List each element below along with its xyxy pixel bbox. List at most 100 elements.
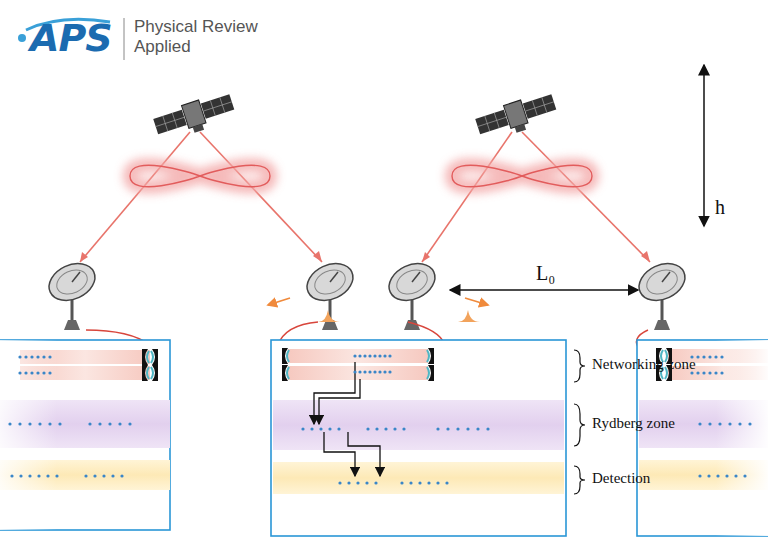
atom-dot	[48, 422, 51, 425]
atom-dot	[19, 474, 22, 477]
atom-dot	[18, 422, 21, 425]
atom-dot	[702, 355, 705, 358]
atom-dot	[328, 427, 331, 430]
atom-dot	[720, 355, 723, 358]
distance-label: L₀	[536, 262, 555, 285]
atom-dot	[58, 422, 61, 425]
atom-dot	[8, 422, 11, 425]
atom-dot	[36, 371, 39, 374]
atom-dot	[374, 481, 377, 484]
atom-dot	[365, 481, 368, 484]
atom-dot	[383, 370, 386, 373]
atom-dot	[42, 371, 45, 374]
atom-dot	[702, 371, 705, 374]
atom-dot	[373, 370, 376, 373]
atom-dot	[358, 354, 361, 357]
atom-dot	[368, 370, 371, 373]
atom-dot	[743, 474, 746, 477]
atom-dot	[696, 371, 699, 374]
atom-dot	[353, 370, 356, 373]
atom-dot	[698, 474, 701, 477]
atom-dot	[714, 371, 717, 374]
atom-dot	[356, 481, 359, 484]
atom-dot	[714, 355, 717, 358]
zone-label: Detection	[592, 470, 650, 487]
atom-dot	[301, 427, 304, 430]
atom-dot	[716, 474, 719, 477]
atom-dot	[111, 474, 114, 477]
atom-dot	[10, 474, 13, 477]
atom-dot	[378, 354, 381, 357]
atom-dot	[378, 370, 381, 373]
atom-dot	[366, 427, 369, 430]
journal-name: Physical Review Applied	[134, 17, 262, 57]
atom-dot	[368, 354, 371, 357]
atom-dot	[36, 355, 39, 358]
atom-dot	[353, 354, 356, 357]
atom-dot	[108, 422, 111, 425]
atom-dot	[102, 474, 105, 477]
zone-label: Networking zone	[592, 356, 696, 373]
atom-dot	[38, 422, 41, 425]
atom-dot	[388, 370, 391, 373]
atom-dot	[37, 474, 40, 477]
atom-dot	[456, 427, 459, 430]
atom-dot	[393, 427, 396, 430]
atom-dot	[338, 481, 341, 484]
atom-dot	[402, 427, 405, 430]
atom-dot	[436, 481, 439, 484]
atom-dot	[358, 370, 361, 373]
atom-dot	[436, 427, 439, 430]
atom-dot	[118, 422, 121, 425]
atom-dot	[24, 355, 27, 358]
atom-dot	[128, 422, 131, 425]
atom-dot	[446, 427, 449, 430]
atom-dot	[337, 427, 340, 430]
atom-dot	[466, 427, 469, 430]
atom-dot	[48, 355, 51, 358]
atom-dot	[48, 371, 51, 374]
atom-dot	[310, 427, 313, 430]
atom-dot	[418, 481, 421, 484]
atom-dot	[734, 474, 737, 477]
atom-dot	[30, 355, 33, 358]
atom-dot	[384, 427, 387, 430]
zone-label: Rydberg zone	[592, 415, 675, 432]
atom-dot	[93, 474, 96, 477]
atom-dot	[24, 371, 27, 374]
atom-dot	[18, 355, 21, 358]
atom-dot	[18, 371, 21, 374]
atom-dot	[30, 371, 33, 374]
atom-dot	[698, 422, 701, 425]
atom-dot	[319, 427, 322, 430]
atom-dot	[427, 481, 430, 484]
atom-dot	[708, 422, 711, 425]
atom-dot	[84, 474, 87, 477]
atom-dot	[718, 422, 721, 425]
atom-dot	[748, 422, 751, 425]
atom-dot	[445, 481, 448, 484]
atom-dot	[55, 474, 58, 477]
atom-dot	[728, 422, 731, 425]
atom-dot	[28, 474, 31, 477]
atom-dot	[42, 355, 45, 358]
atom-dot	[363, 354, 366, 357]
atom-dot	[708, 355, 711, 358]
atom-dot	[738, 422, 741, 425]
atom-dot	[486, 427, 489, 430]
atom-dot	[720, 371, 723, 374]
atom-dot	[409, 481, 412, 484]
journal-logo: APS	[30, 16, 112, 60]
atom-dot	[98, 422, 101, 425]
atom-dot	[347, 481, 350, 484]
atom-dot	[707, 474, 710, 477]
atom-dot	[708, 371, 711, 374]
atom-dot	[88, 422, 91, 425]
atom-dot	[120, 474, 123, 477]
atom-dot	[46, 474, 49, 477]
atom-dot	[363, 370, 366, 373]
atom-dot	[476, 427, 479, 430]
atom-dot	[383, 354, 386, 357]
